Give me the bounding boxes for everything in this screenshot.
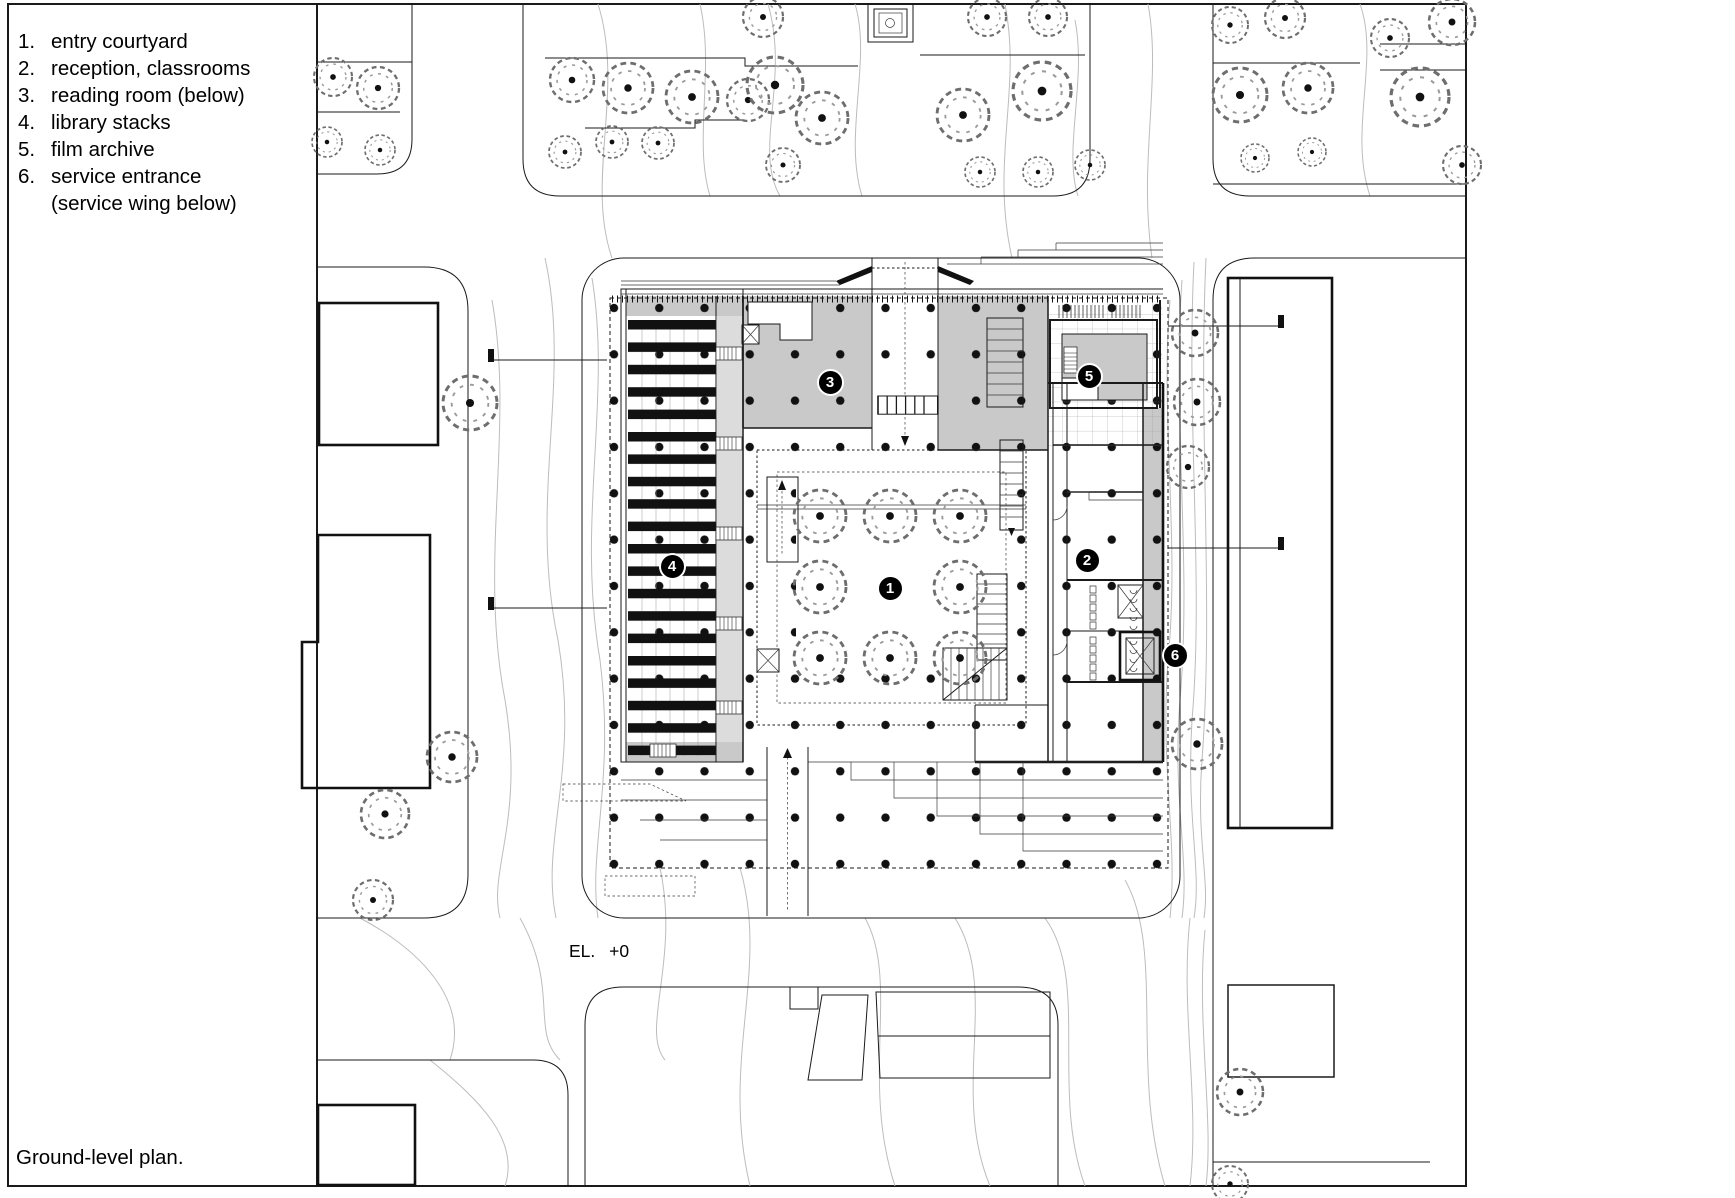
- marker-entry-courtyard: 1: [876, 574, 904, 602]
- stairs: [942, 317, 1024, 701]
- marker-reception-classrooms: 2: [1073, 546, 1101, 574]
- marker-service-entrance: 6: [1161, 641, 1189, 669]
- elevation-label: EL. +0: [569, 941, 630, 961]
- site-dashed-outline: [562, 297, 1169, 897]
- film-archive: [1048, 300, 1163, 446]
- toilet-fixtures: [1089, 585, 1138, 681]
- south-plaza-paving: [621, 747, 1163, 916]
- legend-item: 5.film archive: [18, 138, 155, 161]
- legend-item: 2.reception, classrooms: [18, 57, 251, 80]
- legend-item: 1.entry courtyard: [18, 30, 188, 53]
- marker-film-archive: 5: [1075, 362, 1103, 390]
- section-cut-marks: [488, 315, 1284, 610]
- elevator-box: [1117, 584, 1144, 619]
- marker-reading-room: 3: [816, 368, 844, 396]
- neighboring-buildings: [300, 276, 1335, 1187]
- entry-walkway-north: [836, 258, 974, 450]
- courtyard-skylight-box: [756, 648, 780, 673]
- courtyard-ramp: [766, 476, 799, 563]
- legend-item: 4.library stacks: [18, 111, 171, 134]
- library-stacks-wing: [620, 288, 760, 763]
- book-stack-rows: [628, 320, 716, 756]
- legend-item: 6.service entrance: [18, 165, 202, 188]
- legend-item: 3.reading room (below): [18, 84, 245, 107]
- entry-canopy-right: [938, 266, 974, 285]
- monument: [867, 3, 914, 43]
- legend-item-continuation: (service wing below): [51, 192, 237, 215]
- reading-room-wing: [612, 242, 1163, 451]
- freight-elevator-box: [1118, 630, 1162, 682]
- entry-courtyard: [756, 449, 1027, 726]
- entry-canopy-left: [836, 266, 872, 285]
- legend: 1.entry courtyard 2.reception, classroom…: [18, 28, 250, 217]
- skylight-box: [741, 324, 760, 345]
- figure-caption: Ground-level plan.: [16, 1146, 184, 1169]
- marker-library-stacks: 4: [658, 552, 686, 580]
